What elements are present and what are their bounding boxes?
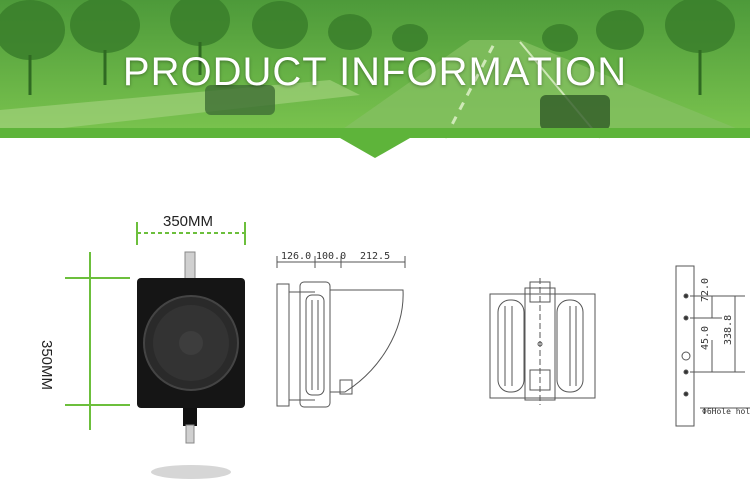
bracket-dim-1: 72.0 [700,278,711,302]
bracket-dim-3: 338.8 [723,315,734,345]
height-label: 350MM [38,340,55,391]
traffic-light-photo [137,251,245,479]
bracket-dim-2: 45.0 [700,326,711,350]
height-dimension-line [65,252,130,430]
side-dim-3: 212.5 [360,251,390,262]
side-dim-1: 126.0 [281,251,311,262]
header-banner: PRODUCT INFORMATION [0,0,750,158]
width-label: 350MM [163,213,214,230]
banner-title: PRODUCT INFORMATION [122,50,628,94]
width-dimension-line [136,222,246,245]
side-dim-2: 100.0 [316,251,346,262]
bracket-view-drawing [675,265,750,427]
hole-note: Φ6Hole hole [702,407,750,416]
road-background-illustration [0,0,750,158]
front-view-drawing [489,278,596,405]
side-view-drawing [276,256,406,408]
